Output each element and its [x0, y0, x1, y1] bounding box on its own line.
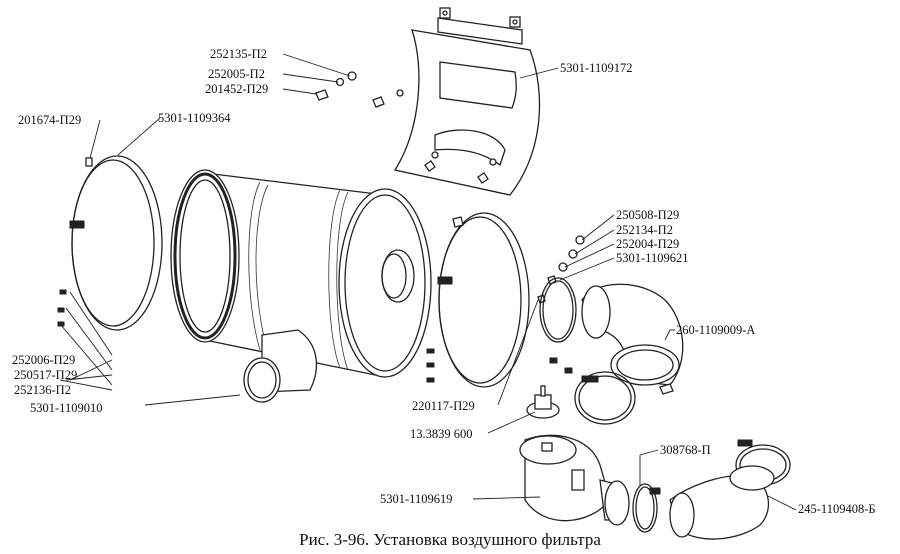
- part-labels: 252135-П2 252005-П2 201452-П29 5301-1109…: [12, 47, 876, 516]
- label-252005-p2: 252005-П2: [208, 67, 265, 81]
- part-clamp-5301-1109621: [539, 277, 577, 343]
- label-201674-p29: 201674-П29: [18, 113, 81, 127]
- label-250508-p29: 250508-П29: [616, 208, 679, 222]
- label-5301-1109010: 5301-1109010: [30, 401, 102, 415]
- label-5301-1109621: 5301-1109621: [616, 251, 688, 265]
- part-clamp-5301-1109364: [69, 155, 163, 331]
- part-sensor-13-3839-600: [526, 385, 560, 419]
- label-5301-1109619: 5301-1109619: [380, 492, 452, 506]
- label-220117-p29: 220117-П29: [412, 399, 475, 413]
- label-260-1109009-a: 260-1109009-А: [676, 323, 755, 337]
- label-252004-p29: 252004-П29: [616, 237, 679, 251]
- label-250517-p29: 250517-П29: [14, 368, 77, 382]
- hardware-body-fasteners: [57, 289, 573, 383]
- label-201452-p29: 201452-П29: [205, 82, 268, 96]
- part-hose-5301-1109619: [519, 434, 630, 526]
- label-13-3839-600: 13.3839 600: [410, 427, 473, 441]
- part-elbow-hose-260-1109009-a: [581, 283, 684, 395]
- label-252134-p2: 252134-П2: [616, 223, 673, 237]
- label-5301-1109172: 5301-1109172: [560, 61, 632, 75]
- hardware-right-nuts: [537, 235, 585, 304]
- leader-lines: [59, 53, 797, 511]
- part-elbow-245-1109408-b: [669, 465, 775, 540]
- hardware-top-bolts: [85, 71, 357, 167]
- label-245-1109408-b: 245-1109408-Б: [798, 502, 876, 516]
- label-252136-p2: 252136-П2: [14, 383, 71, 397]
- label-252135-p2: 252135-П2: [210, 47, 267, 61]
- part-clamp-ring-right: [437, 212, 530, 388]
- part-bracket-5301-1109172: [372, 7, 541, 196]
- figure-caption: Рис. 3-96. Установка воздушного фильтра: [299, 530, 601, 549]
- part-clamp-lower: [574, 371, 636, 425]
- part-filter-body-5301-1109010: [170, 169, 432, 403]
- label-308768-p: 308768-П: [660, 443, 711, 457]
- label-252006-p29: 252006-П29: [12, 353, 75, 367]
- label-5301-1109364: 5301-1109364: [158, 111, 231, 125]
